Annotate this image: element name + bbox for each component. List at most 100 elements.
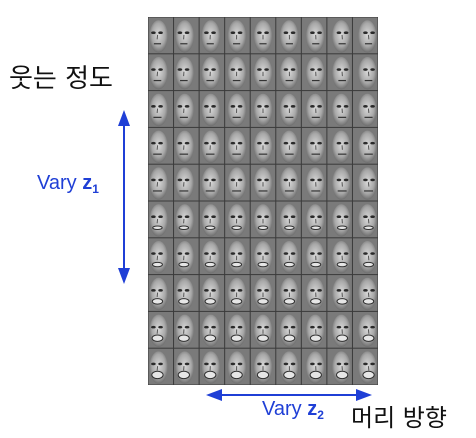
- face-thumbnail: [301, 164, 327, 201]
- face-thumbnail: [148, 127, 174, 164]
- face-thumbnail: [301, 201, 327, 238]
- face-thumbnail: [225, 91, 250, 127]
- face-thumbnail: [148, 91, 174, 127]
- face-thumbnail: [276, 201, 301, 238]
- face-thumbnail: [225, 127, 250, 164]
- face-thumbnail: [225, 348, 250, 385]
- face-thumbnail: [225, 164, 250, 201]
- vary-z1-sub: 1: [92, 182, 99, 196]
- face-thumbnail: [199, 127, 225, 164]
- vary-z1-prefix: Vary: [37, 172, 83, 194]
- face-thumbnail: [276, 275, 301, 311]
- face-thumbnail: [352, 348, 378, 385]
- face-thumbnail: [276, 17, 301, 54]
- face-thumbnail: [225, 275, 250, 311]
- smile-degree-label: 웃는 정도: [9, 64, 113, 94]
- face-thumbnail: [276, 348, 301, 385]
- head-direction-label: 머리 방향: [351, 404, 447, 432]
- face-thumbnail: [327, 164, 352, 201]
- face-thumbnail: [174, 311, 199, 348]
- vary-z2-sub: 2: [317, 408, 324, 422]
- face-thumbnail: [199, 275, 225, 311]
- vertical-arrow-icon: [118, 110, 130, 284]
- face-thumbnail: [199, 311, 225, 348]
- face-thumbnail: [327, 54, 352, 91]
- face-thumbnail: [225, 238, 250, 275]
- face-thumbnail: [199, 91, 225, 127]
- face-thumbnail: [327, 91, 352, 127]
- face-thumbnail: [148, 201, 174, 238]
- face-thumbnail: [276, 127, 301, 164]
- face-thumbnail: [352, 311, 378, 348]
- face-thumbnail: [276, 91, 301, 127]
- face-thumbnail: [148, 311, 174, 348]
- face-thumbnail: [148, 238, 174, 275]
- face-thumbnail: [148, 275, 174, 311]
- face-thumbnail: [174, 91, 199, 127]
- face-thumbnail: [199, 54, 225, 91]
- face-thumbnail: [174, 238, 199, 275]
- horizontal-arrow-icon: [206, 389, 372, 401]
- face-thumbnail: [327, 17, 352, 54]
- face-thumbnail: [250, 348, 276, 385]
- face-thumbnail: [276, 54, 301, 91]
- face-thumbnail: [174, 275, 199, 311]
- face-thumbnail: [301, 311, 327, 348]
- face-thumbnail: [174, 17, 199, 54]
- face-thumbnail: [327, 238, 352, 275]
- face-thumbnail: [276, 164, 301, 201]
- face-thumbnail: [352, 17, 378, 54]
- face-thumbnail: [352, 127, 378, 164]
- face-thumbnail: [301, 17, 327, 54]
- face-thumbnail: [352, 54, 378, 91]
- face-thumbnail: [148, 17, 174, 54]
- vary-z1-var: z: [82, 172, 93, 194]
- face-thumbnail: [225, 311, 250, 348]
- face-thumbnail: [199, 238, 225, 275]
- face-thumbnail: [199, 201, 225, 238]
- face-thumbnail: [250, 54, 276, 91]
- vary-z2-var: z: [307, 398, 318, 420]
- face-thumbnail: [352, 91, 378, 127]
- face-thumbnail: [199, 17, 225, 54]
- face-thumbnail: [352, 164, 378, 201]
- face-thumbnail: [250, 91, 276, 127]
- face-thumbnail: [174, 201, 199, 238]
- face-thumbnail: [148, 164, 174, 201]
- face-thumbnail: [301, 275, 327, 311]
- face-thumbnail: [174, 164, 199, 201]
- face-thumbnail: [250, 275, 276, 311]
- face-thumbnail: [174, 127, 199, 164]
- face-thumbnail: [250, 238, 276, 275]
- face-thumbnail: [250, 127, 276, 164]
- face-thumbnail: [148, 54, 174, 91]
- face-thumbnail: [250, 17, 276, 54]
- vary-z2-label: Vary z2: [262, 398, 324, 422]
- face-thumbnail: [301, 127, 327, 164]
- face-thumbnail: [174, 54, 199, 91]
- face-thumbnail: [352, 201, 378, 238]
- vary-z1-label: Vary z1: [37, 172, 99, 196]
- face-thumbnail: [352, 238, 378, 275]
- face-thumbnail: [327, 348, 352, 385]
- face-grid: [148, 17, 378, 385]
- face-thumbnail: [327, 275, 352, 311]
- face-thumbnail: [327, 311, 352, 348]
- face-thumbnail: [250, 311, 276, 348]
- face-thumbnail: [225, 17, 250, 54]
- face-thumbnail: [301, 91, 327, 127]
- face-thumbnail: [225, 201, 250, 238]
- face-thumbnail: [327, 127, 352, 164]
- face-thumbnail: [352, 275, 378, 311]
- face-thumbnail: [250, 164, 276, 201]
- face-thumbnail: [301, 348, 327, 385]
- face-thumbnail: [250, 201, 276, 238]
- face-thumbnail: [199, 348, 225, 385]
- face-thumbnail: [327, 201, 352, 238]
- face-thumbnail: [301, 238, 327, 275]
- face-thumbnail: [148, 348, 174, 385]
- face-thumbnail: [225, 54, 250, 91]
- vary-z2-prefix: Vary: [262, 398, 308, 420]
- face-thumbnail: [174, 348, 199, 385]
